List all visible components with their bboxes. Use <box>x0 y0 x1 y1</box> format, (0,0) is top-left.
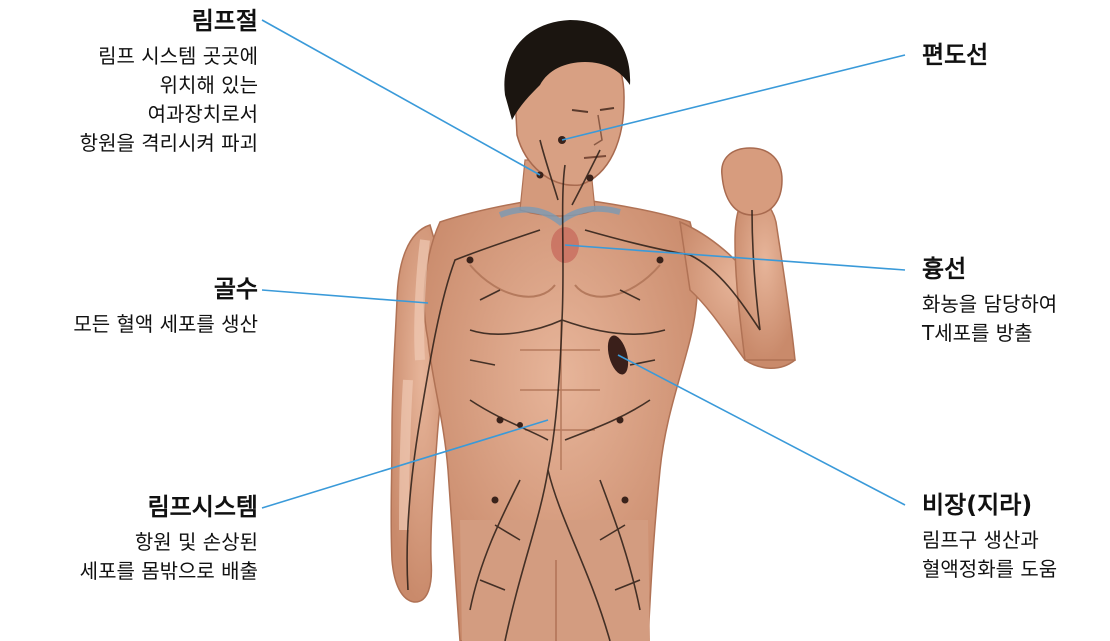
label-tonsil: 편도선 <box>922 40 988 70</box>
label-lymph-node-title: 림프절 <box>80 6 258 36</box>
body-figure <box>391 20 795 641</box>
label-lymph-system-desc: 항원 및 손상된 세포를 몸밖으로 배출 <box>80 528 258 586</box>
label-lymph-node-desc: 림프 시스템 곳곳에 위치해 있는 여과장치로서 항원을 격리시켜 파괴 <box>80 42 258 158</box>
label-bone-marrow: 골수 모든 혈액 세포를 생산 <box>73 274 258 339</box>
label-spleen-title: 비장(지라) <box>922 490 1057 520</box>
label-tonsil-title: 편도선 <box>922 40 988 70</box>
label-spleen-desc: 림프구 생산과 혈액정화를 도움 <box>922 526 1057 584</box>
label-thymus-title: 흉선 <box>922 254 1057 284</box>
label-lymph-system: 림프시스템 항원 및 손상된 세포를 몸밖으로 배출 <box>80 492 258 586</box>
label-thymus: 흉선 화농을 담당하여 T세포를 방출 <box>922 254 1057 348</box>
label-lymph-node: 림프절 림프 시스템 곳곳에 위치해 있는 여과장치로서 항원을 격리시켜 파괴 <box>80 6 258 158</box>
right-forearm <box>735 195 795 360</box>
label-lymph-system-title: 림프시스템 <box>80 492 258 522</box>
label-bone-marrow-title: 골수 <box>73 274 258 304</box>
label-spleen: 비장(지라) 림프구 생산과 혈액정화를 도움 <box>922 490 1057 584</box>
leader-lymph-node <box>262 20 540 175</box>
label-thymus-desc: 화농을 담당하여 T세포를 방출 <box>922 290 1057 348</box>
right-fist <box>722 148 782 215</box>
label-bone-marrow-desc: 모든 혈액 세포를 생산 <box>73 310 258 339</box>
